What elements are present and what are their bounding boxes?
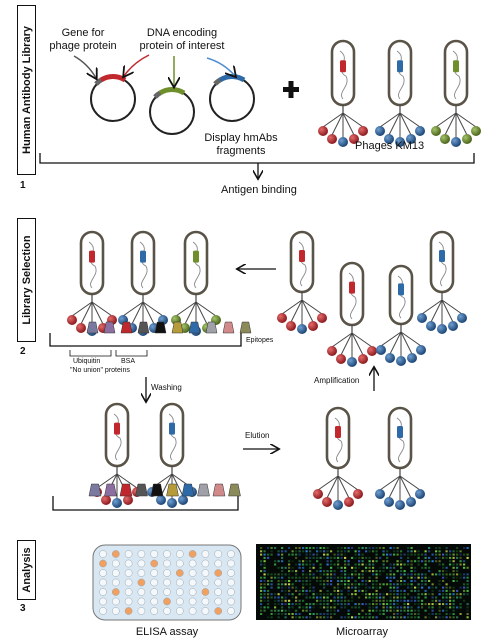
epitope-top-5: [154, 321, 167, 334]
phage-selected-red: [67, 230, 117, 336]
label-no-union: "No union" proteins: [70, 367, 130, 374]
section-number-2: 2: [20, 346, 26, 357]
label-display: Display hmAbs fragments: [204, 132, 278, 157]
epitope-top-10: [239, 321, 252, 334]
phage-amp-blue-2: [376, 264, 426, 366]
section-label-analysis: Analysis: [17, 540, 36, 600]
elisa-wells: [99, 550, 235, 615]
phage-selected-blue: [118, 230, 168, 336]
washed-tray: [52, 496, 239, 511]
ubiquitin-bracket: [69, 350, 112, 357]
epitope-top-2: [103, 321, 116, 334]
epitope-blocks: [86, 321, 252, 497]
label-ubiquitin: Ubiquitin: [73, 358, 101, 365]
phage-amp-blue-1: [417, 230, 467, 334]
epitope-top-9: [222, 321, 235, 334]
label-microarray: Microarray: [336, 626, 388, 638]
plasmid-blue: [209, 74, 255, 122]
label-gene-phage: Gene for phage protein: [49, 27, 117, 52]
epitope-bottom-3: [119, 483, 133, 497]
label-antigen-binding: Antigen binding: [221, 184, 297, 196]
section-number-3: 3: [20, 603, 26, 614]
phage-eluted-red: [313, 406, 363, 510]
epitope-top-4: [137, 321, 150, 334]
epitope-bottom-9: [212, 483, 226, 497]
phage-km13-red: [318, 39, 368, 147]
epitope-bottom-10: [228, 483, 241, 497]
epitope-top-6: [171, 321, 184, 334]
plasmid-green: [149, 87, 195, 135]
epitope-bottom-6: [166, 483, 179, 497]
epitope-bottom-5: [150, 483, 164, 497]
arrow-dna-blue: [206, 57, 235, 76]
phage-particles: [67, 39, 481, 510]
epitope-top-3: [120, 321, 133, 334]
label-elisa: ELISA assay: [135, 626, 199, 638]
section-label-human-antibody-library: Human Antibody Library: [17, 5, 36, 175]
bracket-section1: [39, 153, 475, 178]
epitope-bottom-2: [104, 483, 117, 497]
epitope-bottom-8: [197, 483, 210, 497]
epitope-top-8: [205, 321, 218, 334]
label-epitopes: Epitopes: [246, 337, 274, 344]
plus-icon: [283, 81, 299, 98]
epitope-bottom-1: [88, 483, 102, 497]
phage-amp-red-2: [327, 261, 377, 367]
microarray-spots: [260, 547, 469, 619]
epitope-top-1: [86, 321, 99, 334]
plasmid-red: [90, 74, 136, 122]
phage-km13-blue: [375, 39, 425, 147]
label-elution: Elution: [245, 431, 270, 440]
phage-selected-green: [171, 230, 221, 336]
phage-eluted-blue: [375, 406, 425, 510]
arrow-dna-red: [124, 54, 150, 76]
label-phages: Phages KM13: [355, 140, 425, 152]
phage-km13-green: [431, 39, 481, 147]
label-amplification: Amplification: [314, 376, 360, 385]
arrow-gene-phage: [73, 55, 96, 78]
epitope-top-7: [188, 321, 201, 334]
epitope-bottom-4: [135, 483, 148, 497]
label-bsa: BSA: [121, 358, 136, 365]
phage-bound-red: [92, 402, 142, 508]
bsa-bracket: [115, 350, 148, 357]
epitope-bottom-7: [181, 483, 195, 497]
section-number-1: 1: [20, 180, 26, 191]
epitope-tray: [49, 333, 242, 347]
phage-amp-red-1: [277, 230, 327, 334]
label-washing: Washing: [151, 383, 182, 392]
label-dna-encoding: DNA encoding protein of interest: [139, 27, 225, 52]
section-label-library-selection: Library Selection: [17, 218, 36, 342]
